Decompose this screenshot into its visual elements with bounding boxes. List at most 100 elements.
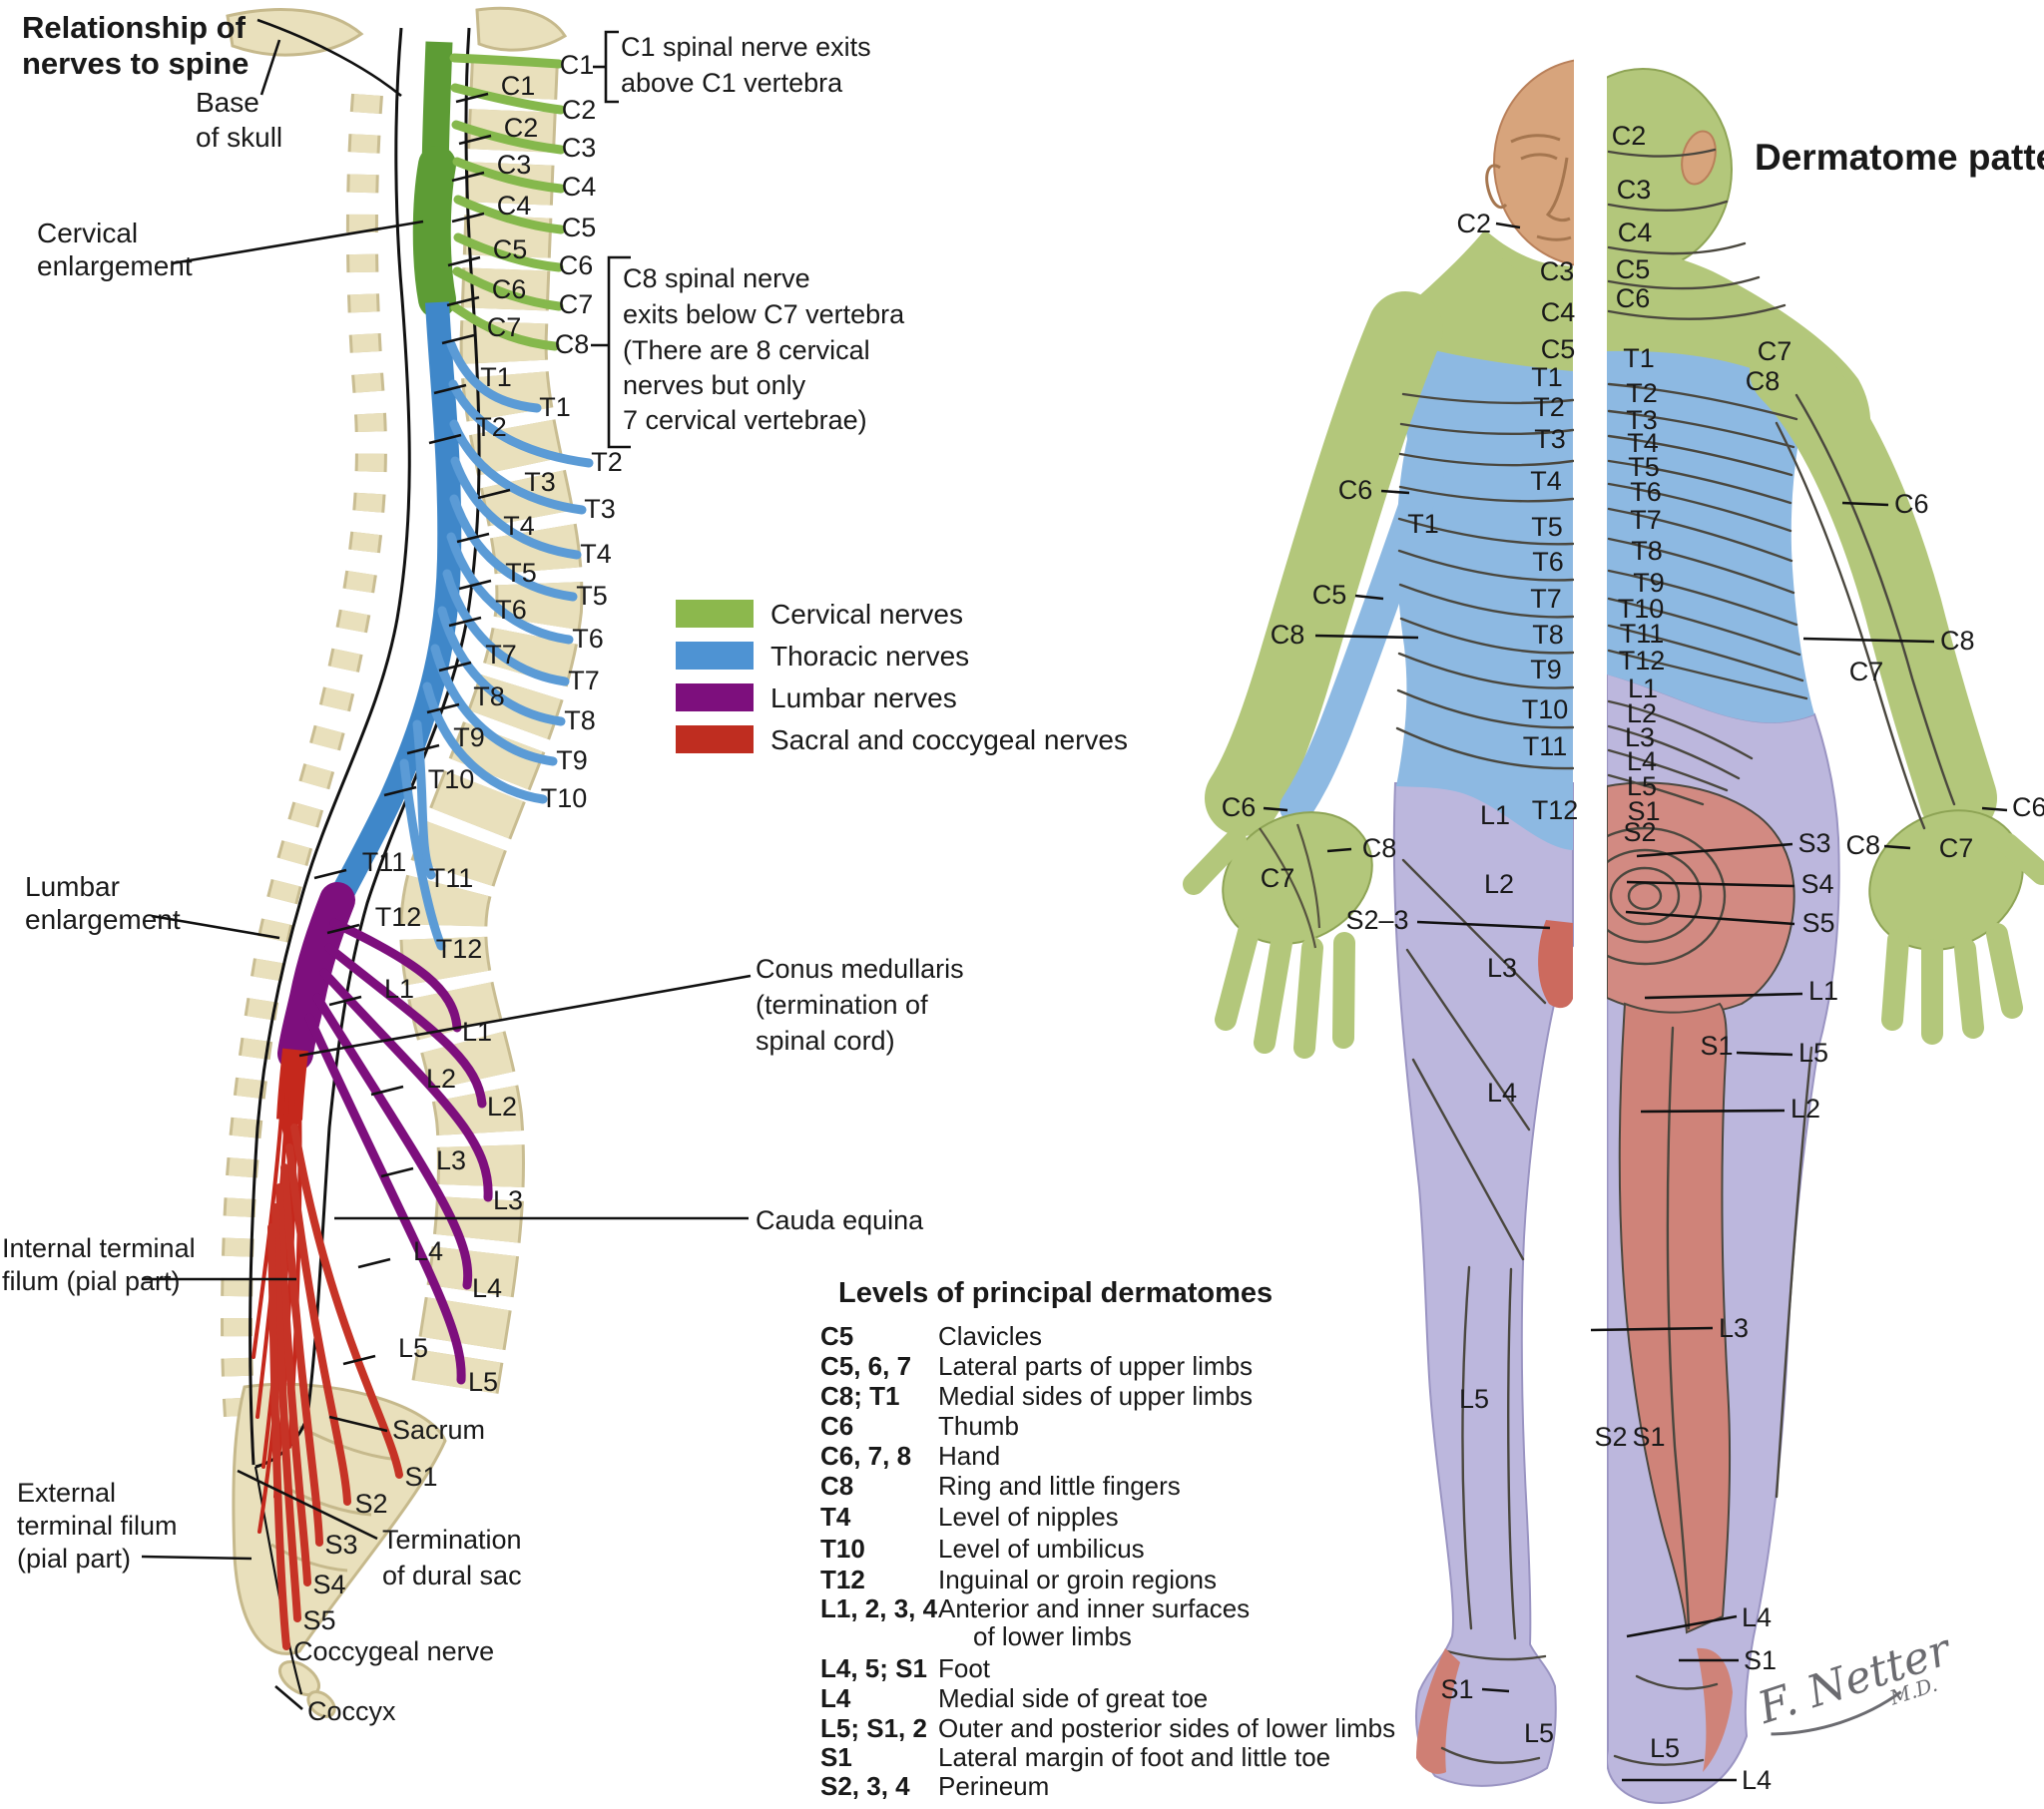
thoracic-lines bbox=[1607, 382, 1808, 700]
nerve-label: S3 bbox=[324, 1530, 357, 1560]
dermatome-title: Dermatome pattern bbox=[1755, 137, 2044, 178]
vl bbox=[455, 92, 489, 104]
vertebra-labels: C1 C2 C3 C4 C5 C6 C7 T1 T2 T3 T4 T5 T6 T… bbox=[313, 71, 556, 1366]
band bbox=[1395, 726, 1574, 770]
dermatome-label-hand-c6: C6 bbox=[1222, 792, 1257, 822]
dermatome-label-s2-3: S2–3 bbox=[1345, 905, 1408, 935]
dermatome-panel: Dermatome pattern bbox=[1183, 59, 2044, 1804]
dural-sac-leader bbox=[237, 1469, 378, 1541]
legend-swatch-cervical bbox=[676, 600, 754, 628]
nerve-t2 bbox=[448, 379, 594, 468]
c8-note-line5: 7 cervical vertebrae) bbox=[623, 405, 867, 435]
front-head bbox=[1493, 59, 1574, 266]
nerve-label: T9 bbox=[556, 745, 588, 775]
dermatome-label: C4 bbox=[1618, 218, 1653, 247]
vertebra-label: L2 bbox=[426, 1064, 456, 1094]
base-of-skull-label2: of skull bbox=[196, 122, 282, 153]
base-of-skull-leader bbox=[259, 39, 281, 96]
back-leg-s-stripe bbox=[1618, 1002, 1732, 1634]
legend-label: Thoracic nerves bbox=[770, 641, 969, 672]
spinous-processes bbox=[224, 94, 384, 1418]
vertebra-label: T10 bbox=[428, 764, 475, 794]
l3-leader bbox=[1590, 1326, 1714, 1332]
nerve-label: C8 bbox=[555, 329, 590, 359]
dermatome-label: T6 bbox=[1532, 547, 1564, 577]
nape-lines bbox=[1607, 148, 1787, 320]
dermatome-label-c2: C2 bbox=[1456, 209, 1491, 238]
spine-panel: Relationship of nerves to spine Base of … bbox=[2, 6, 1395, 1801]
dermatome-label: T6 bbox=[1630, 477, 1662, 507]
table-level: L4 bbox=[820, 1683, 851, 1713]
vl bbox=[448, 616, 482, 628]
vl bbox=[458, 579, 492, 591]
nerve-c2 bbox=[450, 83, 566, 115]
back-heel-red bbox=[1697, 1647, 1733, 1772]
dermatome-label-l2: L2 bbox=[1790, 1094, 1820, 1124]
front-jaw-c2-region bbox=[1485, 231, 1573, 291]
nerve-label: C1 bbox=[560, 50, 595, 80]
nerve-s1 bbox=[290, 1124, 403, 1479]
legend-label: Cervical nerves bbox=[770, 599, 963, 630]
dermatome-label-s5: S5 bbox=[1801, 908, 1834, 938]
vertebra-label: C2 bbox=[504, 113, 539, 143]
vl bbox=[441, 333, 475, 345]
dermatome-label: T5 bbox=[1628, 452, 1660, 482]
dermatome-label-hand-c8: C8 bbox=[1362, 833, 1397, 863]
dermatome-label: T4 bbox=[1627, 428, 1659, 458]
dermatome-label-foot-s1: S1 bbox=[1440, 1674, 1473, 1704]
l1-leader bbox=[1644, 992, 1803, 1000]
vertebra-label: T12 bbox=[375, 902, 422, 932]
c1-note-line2: above C1 vertebra bbox=[621, 68, 843, 98]
vertebra-label: T9 bbox=[453, 722, 485, 752]
vl bbox=[477, 488, 511, 500]
dermatome-label: T10 bbox=[1522, 694, 1569, 724]
panel-title-line2: nerves to spine bbox=[22, 46, 249, 81]
table-desc-wrap: of lower limbs bbox=[973, 1621, 1132, 1651]
s3-leader bbox=[1636, 842, 1793, 858]
dermatome-label-s4: S4 bbox=[1800, 869, 1833, 899]
signature-flourish bbox=[1771, 1690, 1902, 1736]
dermatome-label: T2 bbox=[1626, 378, 1658, 408]
vl bbox=[456, 532, 490, 544]
vl bbox=[451, 212, 485, 224]
table-desc: Lateral margin of foot and little toe bbox=[938, 1742, 1330, 1772]
dermatome-label-foot-l4: L4 bbox=[1742, 1765, 1772, 1795]
front-figure bbox=[1183, 59, 1574, 1787]
ring-s4 bbox=[1609, 866, 1681, 926]
cervical-enlargement-label2: enlargement bbox=[37, 250, 193, 281]
dermatome-label-foot-l5: L5 bbox=[1524, 1718, 1554, 1748]
vertebra-label: T7 bbox=[485, 640, 517, 670]
sacrum-leader bbox=[328, 1415, 388, 1433]
table-level: T12 bbox=[820, 1565, 865, 1594]
nerve-label: C3 bbox=[562, 133, 597, 163]
nerve-c1 bbox=[449, 53, 564, 69]
dermatome-label: C5 bbox=[1541, 334, 1576, 364]
dermatome-label-c7: C7 bbox=[1758, 336, 1792, 366]
table-level: C5 bbox=[820, 1321, 853, 1351]
s2-3-leader bbox=[1416, 920, 1551, 930]
lumbar-lines bbox=[1607, 699, 1754, 806]
vl bbox=[326, 923, 360, 935]
ear bbox=[1485, 164, 1508, 210]
nerve-l5 bbox=[304, 1013, 466, 1385]
nerve-label: C2 bbox=[562, 95, 597, 125]
l4-leader bbox=[1626, 1614, 1738, 1638]
dermatome-label-s1-ankle: S1 bbox=[1744, 1645, 1777, 1675]
vertebra-label: C7 bbox=[487, 312, 522, 342]
vertebra-label: L1 bbox=[384, 974, 414, 1004]
nerve-t5 bbox=[449, 494, 578, 602]
coccygeal-nerve-label: Coccygeal nerve bbox=[293, 1636, 494, 1666]
dermatome-label: L4 bbox=[1487, 1078, 1517, 1108]
ring-s3 bbox=[1607, 848, 1703, 944]
back-arm-lines bbox=[1775, 393, 1956, 830]
dermatome-label: C6 bbox=[1616, 283, 1651, 313]
nerve-label: C4 bbox=[562, 172, 597, 202]
dermatome-label-c8: C8 bbox=[1271, 620, 1305, 650]
nerve-c3 bbox=[451, 120, 566, 155]
dermatome-label: C5 bbox=[1616, 254, 1651, 284]
nerve-label: L3 bbox=[493, 1185, 523, 1215]
table-level: L5; S1, 2 bbox=[820, 1713, 927, 1743]
table-desc: Inguinal or groin regions bbox=[938, 1565, 1217, 1594]
vl bbox=[313, 868, 347, 880]
